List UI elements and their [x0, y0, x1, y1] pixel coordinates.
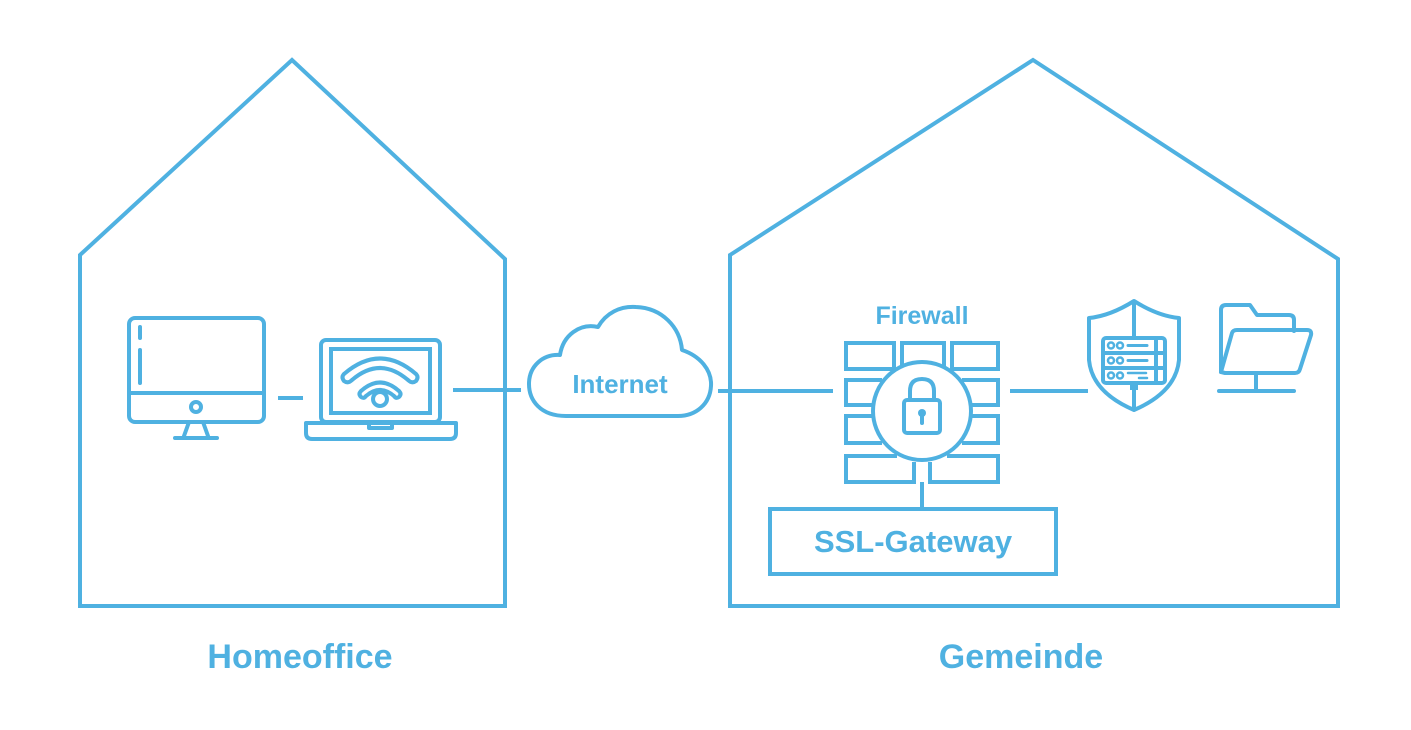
- house-gemeinde-outline: [728, 57, 1340, 608]
- house-homeoffice-outline: [78, 57, 507, 608]
- house-homeoffice: Homeoffice: [78, 57, 507, 676]
- internet-node: Internet: [527, 304, 714, 418]
- ssl-gateway-label: SSL-Gateway: [814, 524, 1013, 559]
- lock-icon: [902, 377, 942, 435]
- house-gemeinde: Gemeinde: [728, 57, 1340, 676]
- firewall-label: Firewall: [875, 302, 968, 330]
- cloud-icon: [527, 304, 714, 418]
- desktop-monitor-icon: [127, 316, 266, 440]
- house-homeoffice-label: Homeoffice: [207, 638, 392, 676]
- ssl-gateway-box: SSL-Gateway: [768, 507, 1058, 576]
- house-gemeinde-label: Gemeinde: [939, 638, 1103, 676]
- internet-label: Internet: [572, 369, 668, 399]
- laptop-wifi-icon: [304, 338, 458, 441]
- firewall-node: Firewall: [844, 302, 1000, 484]
- network-folder-icon: [1217, 303, 1314, 393]
- server-shield-icon: [1087, 299, 1181, 412]
- brick-wall-icon: [844, 341, 1000, 484]
